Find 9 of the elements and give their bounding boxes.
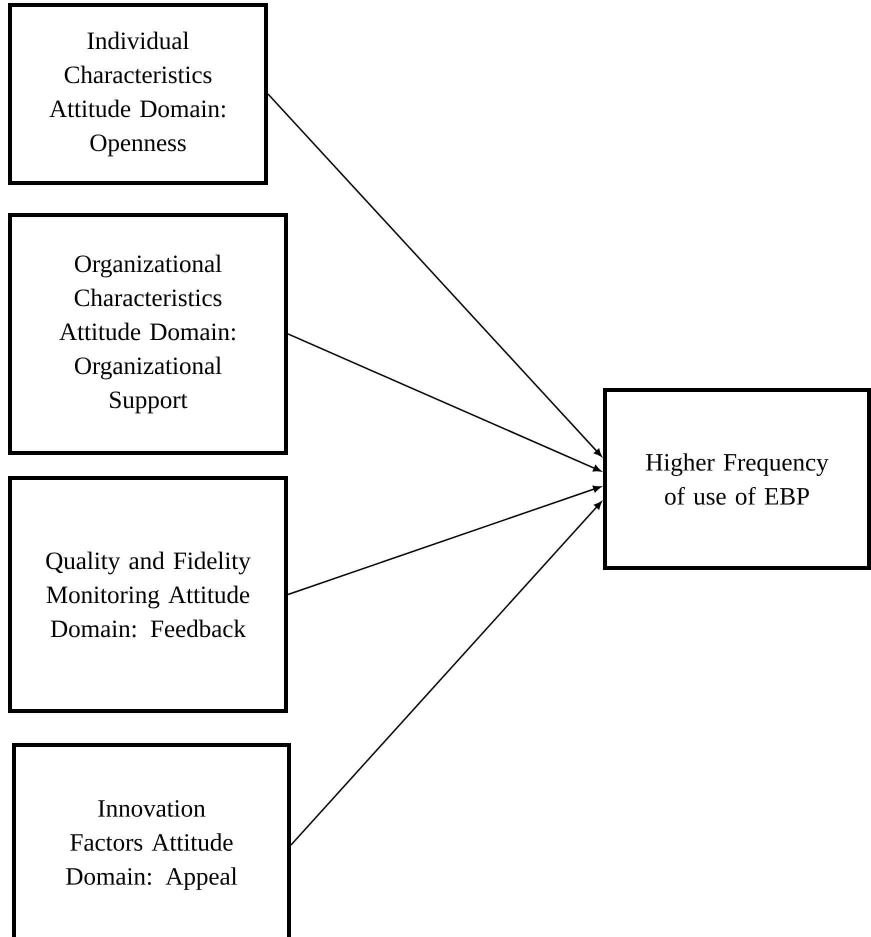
arrow [288,486,601,596]
text-box: Quality and Fidelity Monitoring Attitude Domain: Feedback [8,476,288,713]
arrow [288,333,602,472]
arrow [290,501,602,846]
text-box: Individual Characteristics Attitude Domain: Openness [8,3,268,185]
text-box: Higher Frequency of use of EBP [603,388,871,570]
text-box: Innovation Factors Attitude Domain: Appeal [12,743,291,937]
text-box: Organizational Characteristics Attitude Domain: Organizational Support [8,213,288,455]
arrow [267,93,602,457]
